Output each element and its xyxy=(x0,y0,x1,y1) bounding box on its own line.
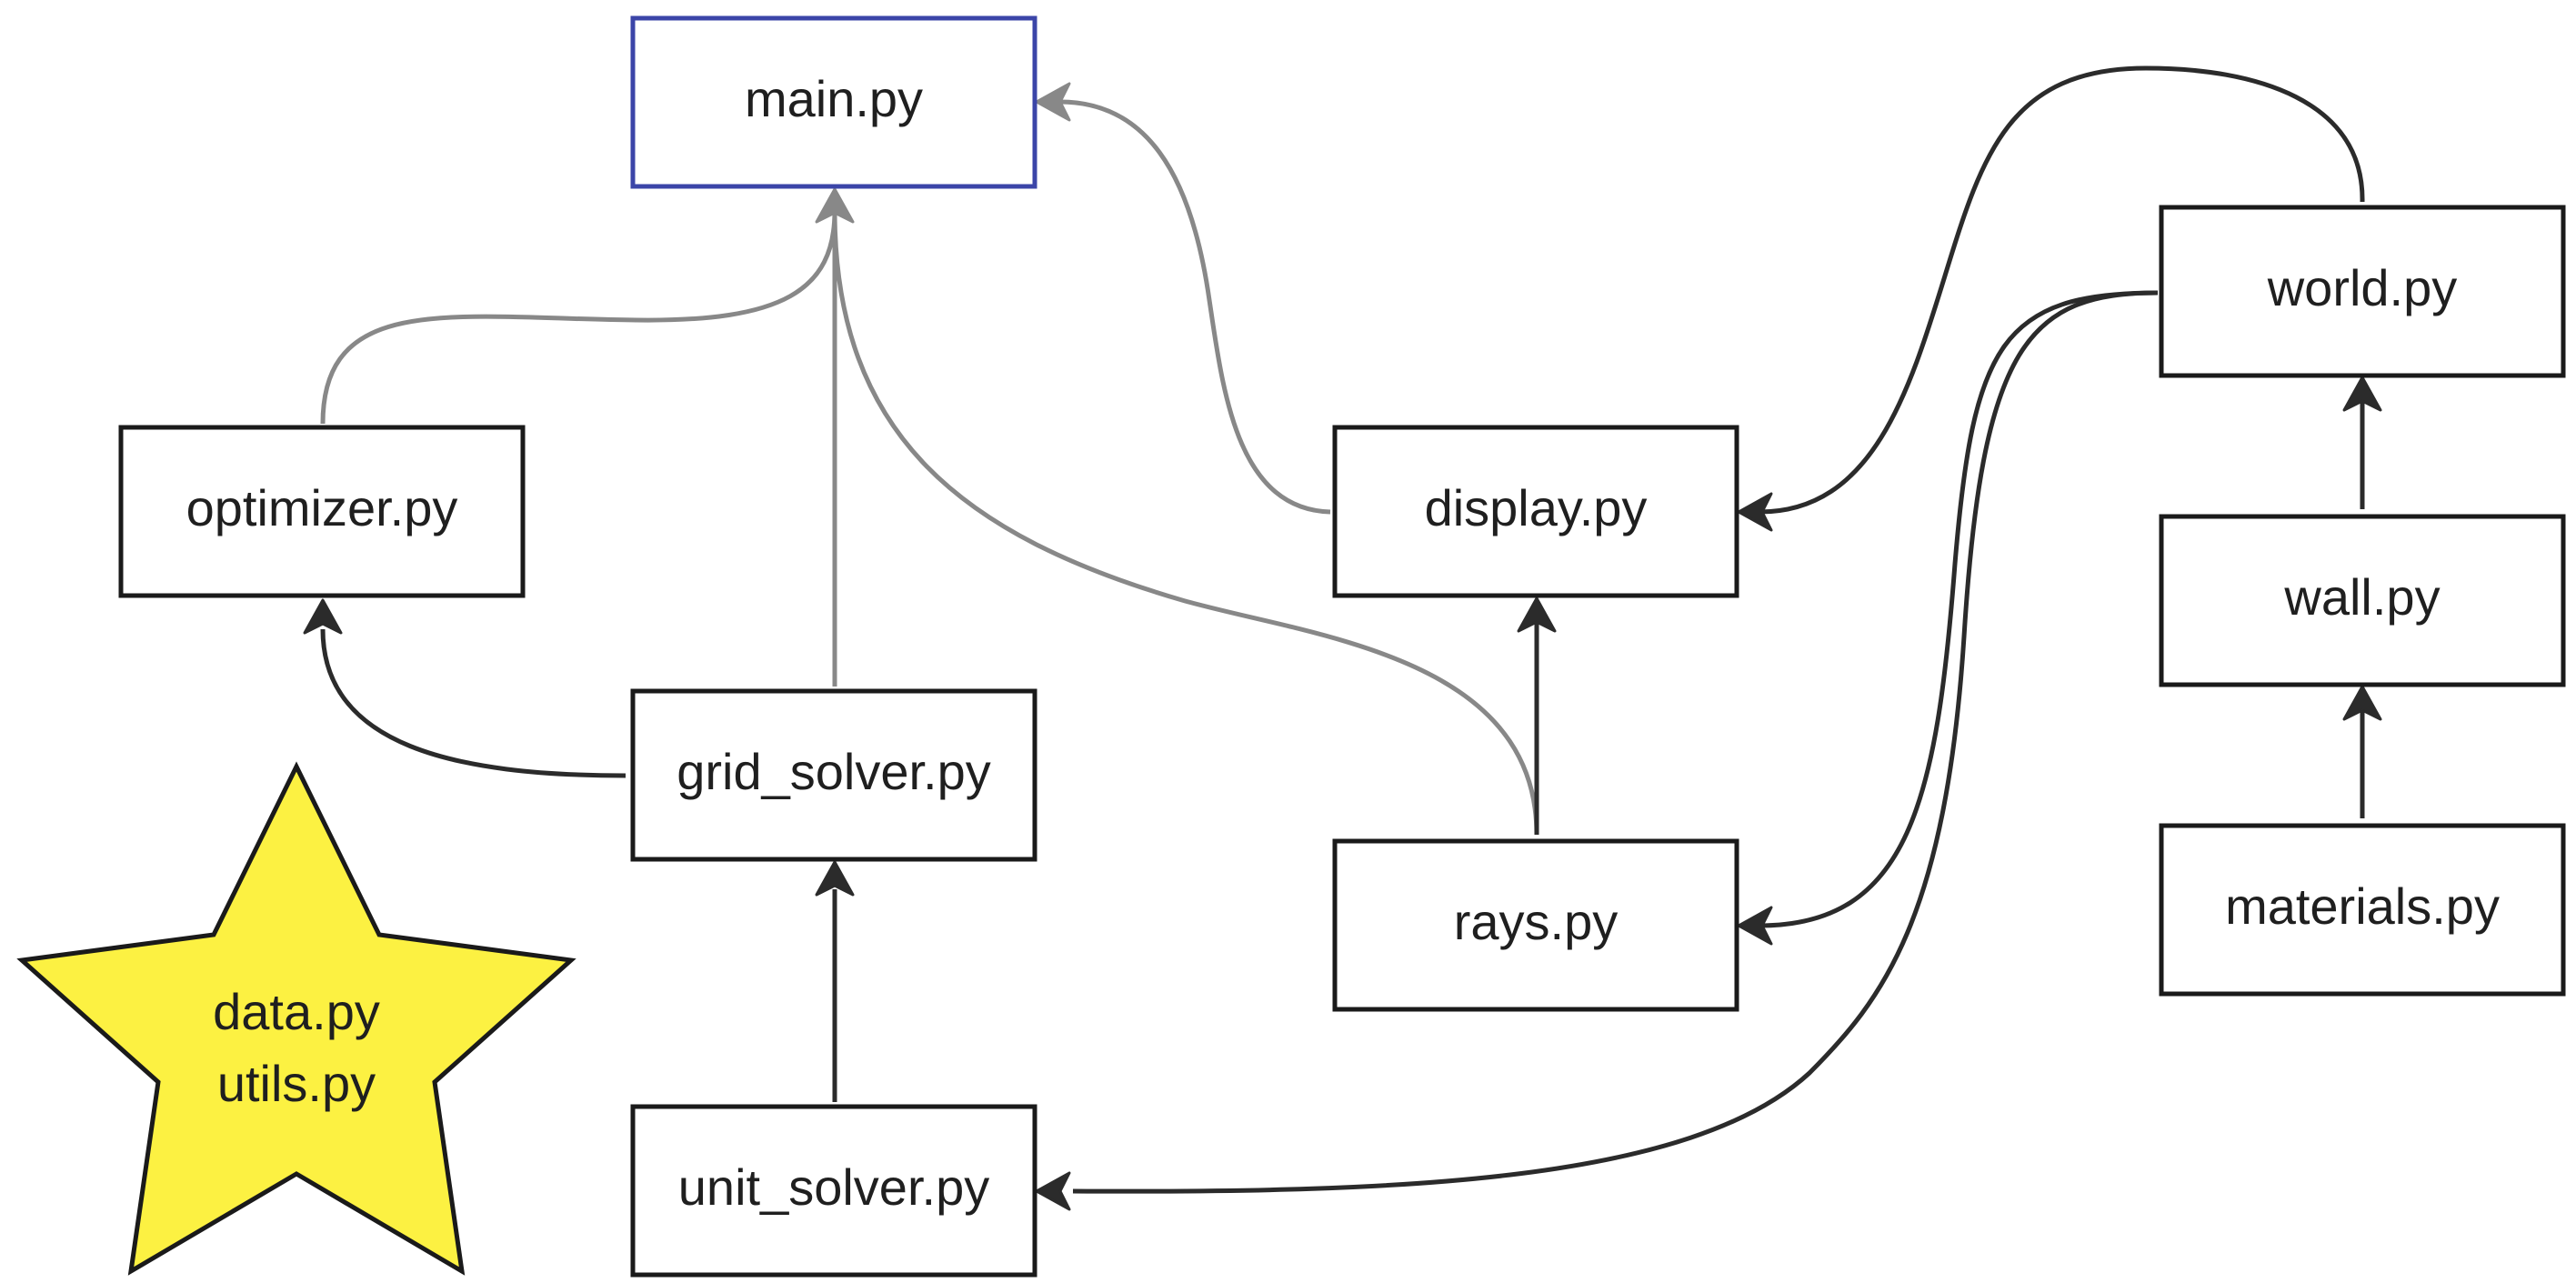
star-shape: data.py utils.py xyxy=(16,761,576,1276)
edges-dark xyxy=(320,65,2365,1194)
arrowhead-main-from-below xyxy=(815,187,855,224)
arrowhead-wall xyxy=(2342,685,2382,721)
node-rays: rays.py xyxy=(1332,838,1739,1012)
arrowhead-main-from-right xyxy=(1035,82,1071,122)
arrowhead-rays xyxy=(1737,906,1773,946)
node-optimizer-label: optimizer.py xyxy=(186,479,458,536)
arrowhead-optimizer xyxy=(303,598,343,635)
edge-world-to-rays xyxy=(1759,290,2159,928)
node-unit-solver: unit_solver.py xyxy=(630,1104,1037,1278)
node-world-label: world.py xyxy=(2267,259,2458,316)
node-world: world.py xyxy=(2159,205,2566,378)
node-main-label: main.py xyxy=(745,70,923,127)
edge-world-to-unit-solver xyxy=(1072,290,2159,1194)
star-line1: data.py xyxy=(213,983,380,1040)
node-wall-label: wall.py xyxy=(2283,568,2440,626)
edge-rays-to-main xyxy=(832,210,1539,836)
arrowhead-grid-solver xyxy=(815,860,855,897)
arrowhead-world xyxy=(2342,376,2382,412)
arrowheads xyxy=(303,82,2382,1211)
node-grid-solver: grid_solver.py xyxy=(630,688,1037,862)
edges-gray xyxy=(320,99,1539,836)
edge-display-to-main xyxy=(1056,99,1331,515)
arrowhead-display-from-right xyxy=(1737,492,1773,532)
node-rays-label: rays.py xyxy=(1454,893,1619,950)
node-materials: materials.py xyxy=(2159,823,2566,997)
star-line2: utils.py xyxy=(217,1055,376,1112)
arrowhead-display-from-below xyxy=(1517,596,1557,633)
node-grid-solver-label: grid_solver.py xyxy=(677,743,991,800)
node-main: main.py xyxy=(630,15,1037,189)
node-display-label: display.py xyxy=(1425,479,1648,536)
node-unit-solver-label: unit_solver.py xyxy=(678,1158,989,1216)
star-icon xyxy=(16,761,576,1276)
edge-grid-solver-to-optimizer xyxy=(320,628,626,778)
node-wall: wall.py xyxy=(2159,514,2566,687)
edge-world-to-display xyxy=(1759,65,2365,515)
arrowhead-unit-solver xyxy=(1035,1171,1071,1211)
edge-optimizer-to-main xyxy=(320,210,837,425)
node-optimizer: optimizer.py xyxy=(118,425,526,598)
node-display: display.py xyxy=(1332,425,1739,598)
node-materials-label: materials.py xyxy=(2225,877,2500,935)
